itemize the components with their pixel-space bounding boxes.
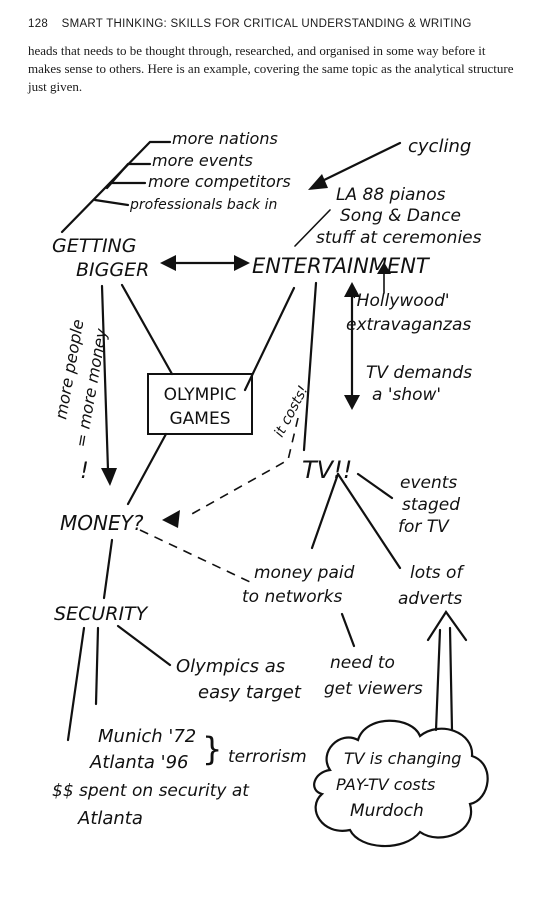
get-viewers-label: get viewers: [324, 679, 423, 699]
olympics-as-label: Olympics as: [176, 656, 285, 677]
easy-target-label: easy target: [198, 682, 302, 703]
atlanta-label: Atlanta: [77, 808, 143, 829]
exclaim-mark: !: [80, 459, 89, 484]
adverts-label: adverts: [398, 589, 462, 609]
cloud-pay-tv: PAY-TV costs: [336, 775, 435, 794]
security-label: SECURITY: [54, 603, 149, 625]
olympic-games-box: [147, 373, 253, 435]
ent-item-song-dance: Song & Dance: [340, 206, 461, 226]
need-to-label: need to: [330, 653, 395, 673]
arrowhead-left: [160, 255, 176, 271]
dashed-money-networks: [139, 529, 251, 583]
branch-line-4: [93, 198, 130, 207]
link-ent-olympic: [243, 286, 296, 392]
link-cloud-adverts-b: [448, 626, 454, 732]
link-tv-events: [356, 472, 394, 500]
tv-label: TV!!: [302, 456, 352, 484]
events-label: events: [400, 473, 457, 493]
link-money-security: [102, 538, 114, 600]
branch-more-nations: more nations: [172, 129, 278, 148]
money-paid-label: money paid: [254, 563, 355, 583]
cloud-murdoch: Murdoch: [350, 801, 424, 821]
ent-item-la-pianos: LA 88 pianos: [336, 185, 446, 205]
arrowhead-cycling: [308, 174, 328, 190]
staged-label: staged: [402, 495, 460, 515]
arrowhead-money: [101, 468, 117, 486]
link-security-target: [116, 624, 172, 667]
arrowhead-hollywood: [377, 262, 391, 274]
bigger-label: BIGGER: [76, 259, 149, 281]
munich-label: Munich '72: [98, 726, 196, 747]
tv-demands-label: TV demands: [366, 363, 472, 383]
branch-more-events: more events: [152, 151, 253, 170]
atlanta-96-label: Atlanta '96: [89, 752, 188, 773]
money-label: MONEY?: [60, 511, 144, 535]
dashed-it-costs: [189, 417, 299, 516]
branch-line-2: [105, 162, 152, 190]
link-cycling: [316, 141, 402, 185]
brace-symbol: }: [202, 730, 222, 768]
link-tv-adverts: [336, 472, 402, 570]
for-tv-label: for TV: [398, 517, 450, 537]
entertainment-label: ENTERTAINMENT: [252, 254, 431, 278]
branch-more-competitors: more competitors: [148, 172, 291, 191]
olympic-label: OLYMPIC: [164, 385, 237, 405]
arrowhead-down-tv: [344, 395, 360, 410]
cycling-label: cycling: [408, 136, 471, 157]
getting-label: GETTING: [52, 235, 136, 257]
extravaganzas-label: extravaganzas: [346, 315, 471, 335]
link-cloud-adverts-a: [434, 628, 442, 732]
link-tv-money-paid: [310, 472, 340, 550]
running-title: SMART THINKING: SKILLS FOR CRITICAL UNDE…: [61, 18, 472, 30]
arrowhead-dashed-money: [162, 510, 180, 528]
cloud-tv-changing: TV is changing: [344, 749, 461, 768]
cloud-shape: [313, 719, 489, 848]
link-ent-tv: [302, 281, 318, 452]
link-security-munich: [94, 626, 100, 706]
link-bigger-olympic: [120, 283, 174, 376]
games-label: GAMES: [169, 409, 230, 429]
to-networks-label: to networks: [242, 587, 343, 607]
page-number: 128: [28, 18, 49, 30]
link-security-spent: [66, 626, 86, 742]
branch-professionals-back-in: professionals back in: [129, 197, 277, 213]
terrorism-label: terrorism: [228, 747, 307, 767]
arrowhead-adverts: [426, 610, 468, 642]
link-networks-viewers: [340, 612, 356, 648]
running-header: 128 SMART THINKING: SKILLS FOR CRITICAL …: [28, 18, 528, 30]
lots-of-label: lots of: [410, 563, 465, 583]
link-olympic-money: [126, 432, 168, 506]
hollywood-label: 'Hollywood': [352, 291, 450, 311]
spent-label: $$ spent on security at: [52, 781, 250, 801]
body-paragraph: heads that needs to be thought through, …: [28, 43, 514, 94]
arrowhead-right: [234, 255, 250, 271]
ent-item-ceremonies: stuff at ceremonies: [316, 228, 482, 248]
a-show-label: a 'show': [372, 385, 441, 405]
link-bigger-money: [100, 284, 110, 472]
link-ent-items: [294, 209, 331, 247]
branch-line-1: [60, 140, 172, 234]
arrowhead-up-tv: [344, 282, 360, 297]
